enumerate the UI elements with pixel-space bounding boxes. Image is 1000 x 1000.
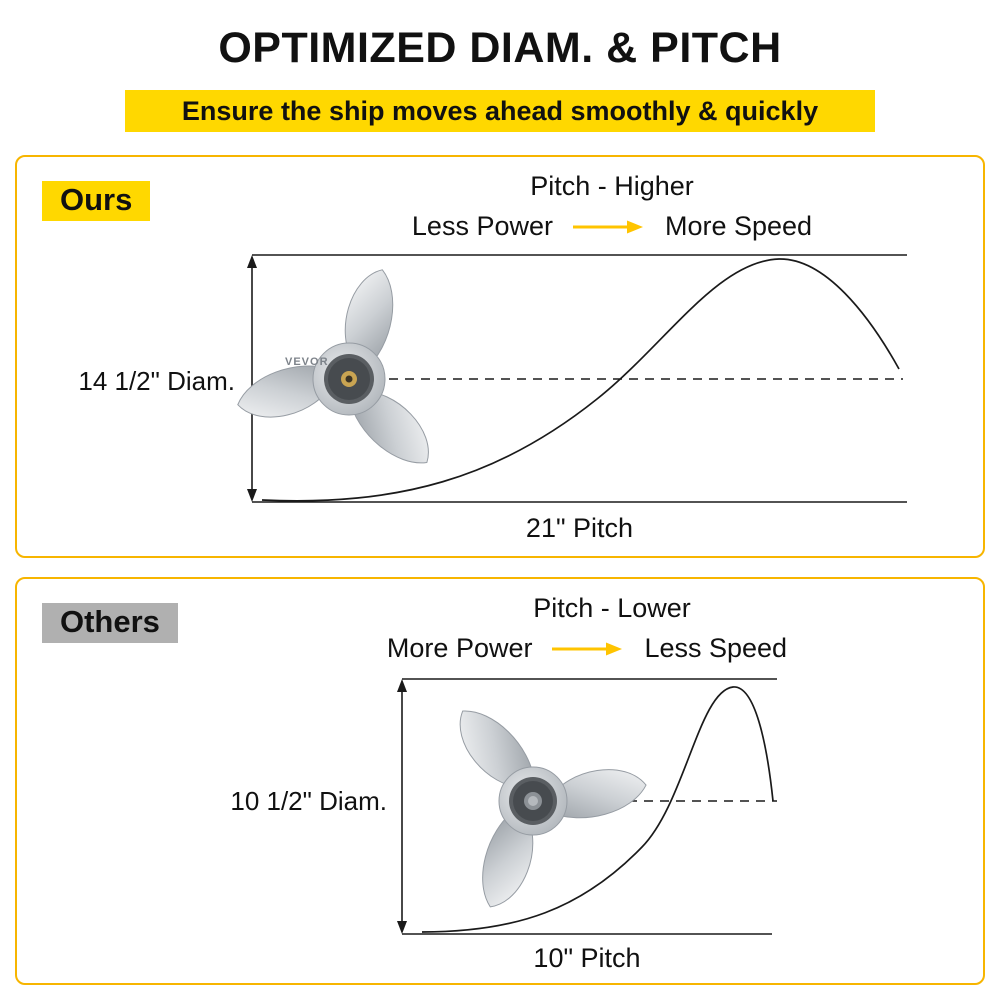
propeller-image <box>459 710 647 908</box>
pitch-label-ours: 21" Pitch <box>525 513 634 543</box>
pitch-diagram-others <box>397 678 777 935</box>
subtitle-banner: Ensure the ship moves ahead smoothly & q… <box>125 90 875 132</box>
speed-label: Less Speed <box>644 633 788 663</box>
panel-ours-badge: Ours <box>42 181 151 221</box>
propeller-image: VEVOR <box>237 269 429 464</box>
diameter-arrow <box>397 679 407 934</box>
pitch-label-others: 10" Pitch <box>533 943 641 973</box>
arrow-right-icon <box>552 642 623 655</box>
panel-ours: Ours Pitch - Higher Less Power More Spee… <box>15 155 985 558</box>
pitch-diagram-ours: VEVOR <box>237 254 907 503</box>
diameter-label-ours: 14 1/2" Diam. <box>78 366 235 396</box>
power-speed-row-others: More Power Less Speed <box>337 633 837 664</box>
pitch-higher-label: Pitch - Higher <box>530 171 694 201</box>
pitch-curve <box>421 686 774 933</box>
brand-logo-text: VEVOR <box>285 356 329 368</box>
pitch-lower-label: Pitch - Lower <box>533 593 691 623</box>
diameter-arrow <box>247 255 257 502</box>
power-label: More Power <box>386 633 533 663</box>
power-speed-row-ours: Less Power More Speed <box>352 211 872 242</box>
arrow-right-icon <box>572 220 643 233</box>
pitch-curve <box>261 258 900 502</box>
panel-others-badge: Others <box>42 603 178 643</box>
diameter-label-others: 10 1/2" Diam. <box>230 786 387 816</box>
power-label: Less Power <box>411 211 553 241</box>
panel-others: Others Pitch - Lower More Power Less Spe… <box>15 577 985 985</box>
speed-label: More Speed <box>664 211 813 241</box>
page-title: OPTIMIZED DIAM. & PITCH <box>218 24 782 72</box>
